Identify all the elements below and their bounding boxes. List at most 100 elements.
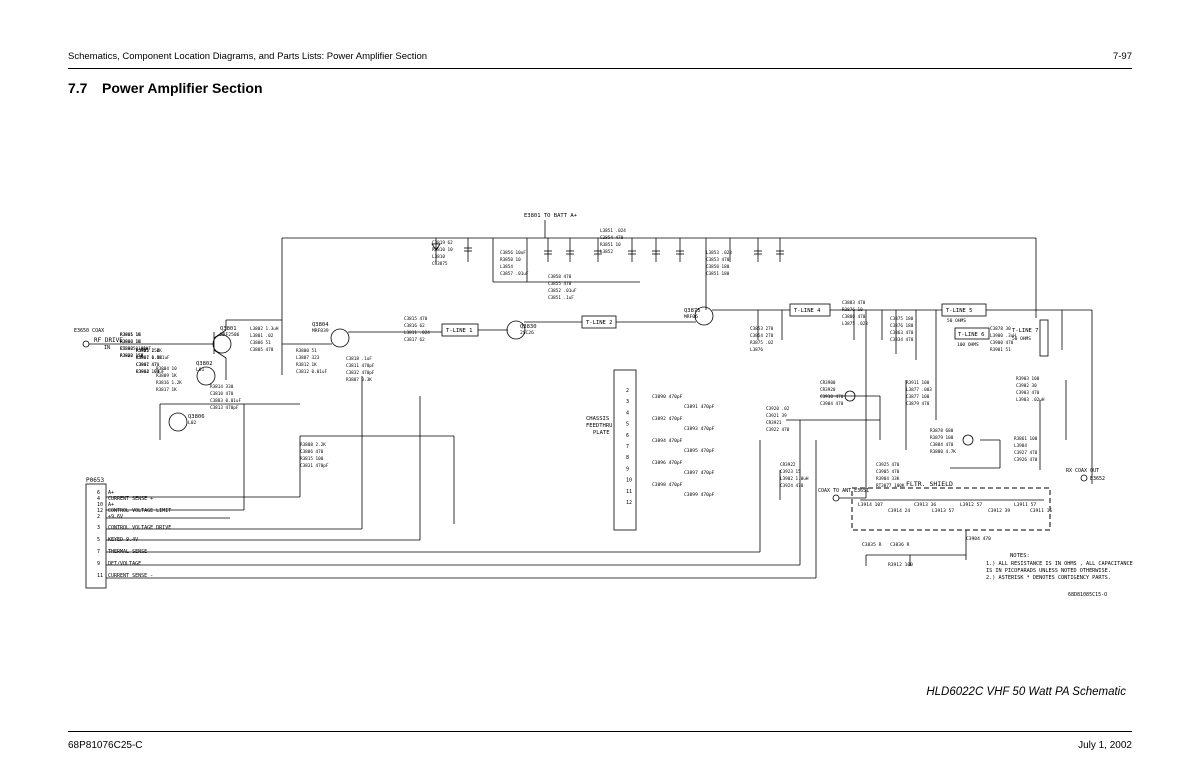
rf-drive-label: RF DRIVE [94,337,123,344]
component-label: C3910 470 [820,394,844,400]
component-label: C3804 .01uF [136,369,165,375]
connector-pin-number: 10 [97,502,103,508]
component-label: C3831 470pF [300,463,329,469]
transistor-ref: Q3806 [188,414,205,420]
component-label: C3863 470 [890,330,914,336]
component-label: L3801 .02 [250,333,274,339]
component-label: R3921 15K [136,348,160,354]
component-label: R3804 10 [156,366,177,372]
connector-pin-number: 5 [97,537,100,543]
component-label: C3926 470 [1014,457,1038,463]
component-label: L3875 .023 [842,321,868,327]
page-number: 7-97 [1112,51,1132,62]
component-label: C3812 0.01uF [296,369,327,375]
component-label: L3876 [750,347,763,353]
component-label: C3855 470 [548,281,572,287]
connector-pin-label: CURRENT SENSE - [108,573,153,579]
filter-part-label: L3912 57 [960,502,982,508]
connector-pin-label: +9.6V [108,514,123,520]
transistor-part: 2SC26 [520,330,534,336]
connector-pin-label: A+ [108,490,114,496]
transistor-ref: Q3875 [684,308,701,314]
component-label: CR3875 [432,261,448,267]
filter-part-label: L3914 107 [858,502,883,508]
component-label: C3807 47 [136,362,157,368]
feedthru-cap-label: C3893 470pF [684,426,715,432]
component-label: C3813 470pF [210,405,239,411]
rf-in-sub: IN [104,345,110,351]
rx-coax-out: RX COAX OUT [1066,468,1099,474]
feedthru-cap-label: C3891 470pF [684,404,715,410]
component-label: C3921 39 [766,413,787,419]
connector-pin-label: CONTROL VOLTAGE DRIVE [108,525,171,531]
component-label: R3817 1K [156,387,177,393]
feedthru-cap-label: C3898 470pF [652,482,683,488]
component-label: C3924 470 [780,483,804,489]
bottom-part-label: C3904 470 [966,536,991,542]
component-label: C3832 470pF [346,370,375,376]
connector-pin-number: 2 [97,514,100,520]
bottom-part-label: C3836 R [890,542,910,548]
component-label: R3809 1K [156,373,177,379]
filter-part-label: C3911 16 [1030,508,1052,514]
feedthru-pin-number: 11 [626,489,632,495]
component-label: C3878 30 [990,326,1011,332]
component-label: L3902 1.0uH [780,476,809,482]
batt-label: E3801 TO BATT A+ [524,213,578,219]
transistor-part: MRF2506 [220,332,240,338]
connector-pin-number: 7 [97,549,100,555]
filter-part-label: L3913 57 [932,508,954,514]
chassis-feedthru-plate [613,369,637,531]
component-label: C3879 470 [906,401,930,407]
bottom-part-label: R3912 100 [888,562,913,568]
transistor-ref: Q3802 [196,361,213,367]
component-label: C3875 180 [890,316,914,322]
component-label: CR3922 [780,462,796,468]
q3801-symbol [212,334,232,354]
component-label: C3925 470 [876,462,900,468]
feedthru-pin-number: 3 [626,399,629,405]
transistor-part: MRF06 [684,314,698,320]
bottom-part-label: C3835 R [862,542,882,548]
component-label: C3857 .01uF [500,271,529,277]
component-label: L3877 .003 [906,387,932,393]
component-label: R3906 1K [120,339,141,345]
tline-7-sub: 50 OHMS [1012,336,1031,342]
cr3875-diode [431,243,441,251]
filter-shield [851,487,1051,531]
component-label: R3903 100 [1016,376,1040,382]
component-label: C3876 180 [890,323,914,329]
component-label: L3900 .3uH [990,333,1016,339]
feedthru-cap-label: C3895 470pF [684,448,715,454]
coax-ant-connector [832,494,840,502]
transistor-ref: Q3830 [520,324,537,330]
component-label: C3802 0.01uF [120,346,151,352]
feedthru-pin-number: 9 [626,466,629,472]
rx-coax-ref: E3652 [1090,476,1105,482]
component-label: C3927 470 [1014,450,1038,456]
filter-part-label: L3911 57 [1014,502,1036,508]
q3830-symbol [506,320,526,340]
component-label: C3803 0.01uF [210,398,241,404]
figure-caption: HLD6022C VHF 50 Watt PA Schematic [926,686,1126,698]
connector-pin-label: CURRENT SENSE + [108,496,153,502]
notes-title: NOTES: [1010,553,1030,559]
component-label: C3806 470 [300,449,324,455]
feedthru-pin-number: 8 [626,455,629,461]
document-number: 68P81076C25-C [68,740,143,751]
component-label: R3851 10 [600,242,621,248]
feedthru-pin-number: 6 [626,433,629,439]
component-label: C3854 270 [750,333,774,339]
tline-5-sub: 50 OHMS [947,318,966,324]
notes-line-2: IS IN PICOFARADS UNLESS NOTED OTHERWISE. [986,568,1111,574]
connector-pin-label: A+ [108,502,114,508]
component-label: L3810 [432,254,445,260]
component-label: CR3900 [820,380,836,386]
feedthru-cap-label: C3890 470pF [652,394,683,400]
component-label: C3852 .01uF [548,288,577,294]
component-label: R3805 2.2K [136,348,162,354]
connector-pin-number: 12 [97,508,103,514]
component-label: C3856 10uF [500,250,526,256]
component-label: L3807 323 [296,355,320,361]
